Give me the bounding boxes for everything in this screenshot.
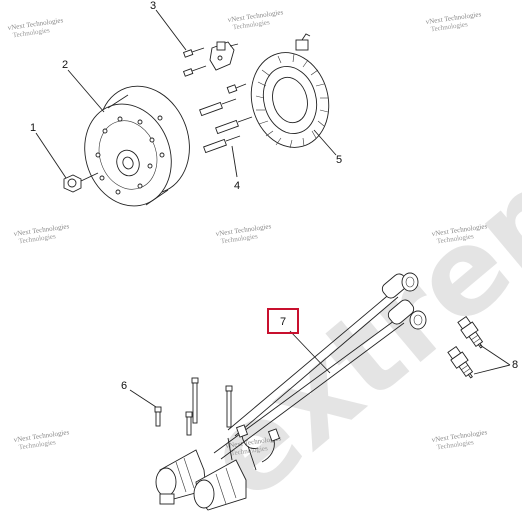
callout-6: 6 bbox=[121, 380, 127, 392]
flywheel-nut-part[interactable] bbox=[63, 172, 99, 193]
brand-watermark: vNext Technologies Technologies bbox=[425, 10, 482, 33]
callout-7-highlight[interactable]: 7 bbox=[267, 308, 299, 334]
callout-8: 8 bbox=[512, 359, 518, 371]
callout-5: 5 bbox=[336, 154, 342, 166]
ignition-coil-part[interactable] bbox=[155, 272, 427, 511]
spark-plug-cap-upper[interactable] bbox=[380, 272, 419, 301]
spark-plug-lower[interactable] bbox=[446, 345, 477, 381]
spark-plugs-part[interactable] bbox=[446, 315, 487, 381]
flywheel-holes bbox=[95, 115, 165, 195]
screw-4a[interactable] bbox=[226, 83, 247, 94]
coil-bolts-part[interactable] bbox=[154, 377, 233, 436]
callout-labels: 1 2 3 4 5 6 8 bbox=[30, 0, 518, 392]
callout-3: 3 bbox=[150, 0, 156, 12]
coil-body-left[interactable] bbox=[155, 449, 207, 505]
screw-3-upper[interactable] bbox=[182, 47, 205, 58]
coil-connectors bbox=[227, 424, 281, 471]
screw-4c[interactable] bbox=[215, 116, 253, 135]
callout-7-box bbox=[267, 308, 299, 334]
leader-lines bbox=[35, 9, 511, 408]
bolt-6a[interactable] bbox=[154, 406, 162, 427]
callout-2: 2 bbox=[62, 59, 68, 71]
bolt-6c[interactable] bbox=[225, 385, 233, 428]
screw-4b[interactable] bbox=[199, 98, 237, 117]
stator-part[interactable] bbox=[241, 33, 339, 156]
brand-watermark: vNext Technologies Technologies bbox=[7, 16, 64, 39]
brand-watermark: vNext Technologies Technologies bbox=[13, 428, 70, 451]
callout-7: 7 bbox=[280, 316, 286, 328]
spark-plug-upper[interactable] bbox=[456, 315, 487, 351]
coil-body-right[interactable] bbox=[193, 459, 247, 511]
callout-1: 1 bbox=[30, 122, 36, 134]
callout-4: 4 bbox=[234, 180, 240, 192]
brand-watermark: vNext Technologies Technologies bbox=[227, 8, 284, 31]
spark-plug-cap-lower[interactable] bbox=[386, 298, 427, 330]
screw-3-lower[interactable] bbox=[182, 65, 207, 77]
brand-watermark: vNext Technologies Technologies bbox=[215, 222, 272, 245]
pickup-sensor-part[interactable] bbox=[209, 41, 239, 71]
stator-screws-part[interactable] bbox=[199, 83, 253, 154]
screw-4d[interactable] bbox=[203, 135, 241, 154]
stator-windings bbox=[255, 53, 329, 149]
bolt-6d[interactable] bbox=[185, 411, 193, 436]
bolt-6b[interactable] bbox=[191, 377, 199, 424]
brand-watermark: vNext Technologies Technologies bbox=[431, 428, 488, 451]
flywheel-part[interactable] bbox=[71, 73, 204, 218]
brand-watermark: vNext Technologies Technologies bbox=[13, 222, 70, 245]
